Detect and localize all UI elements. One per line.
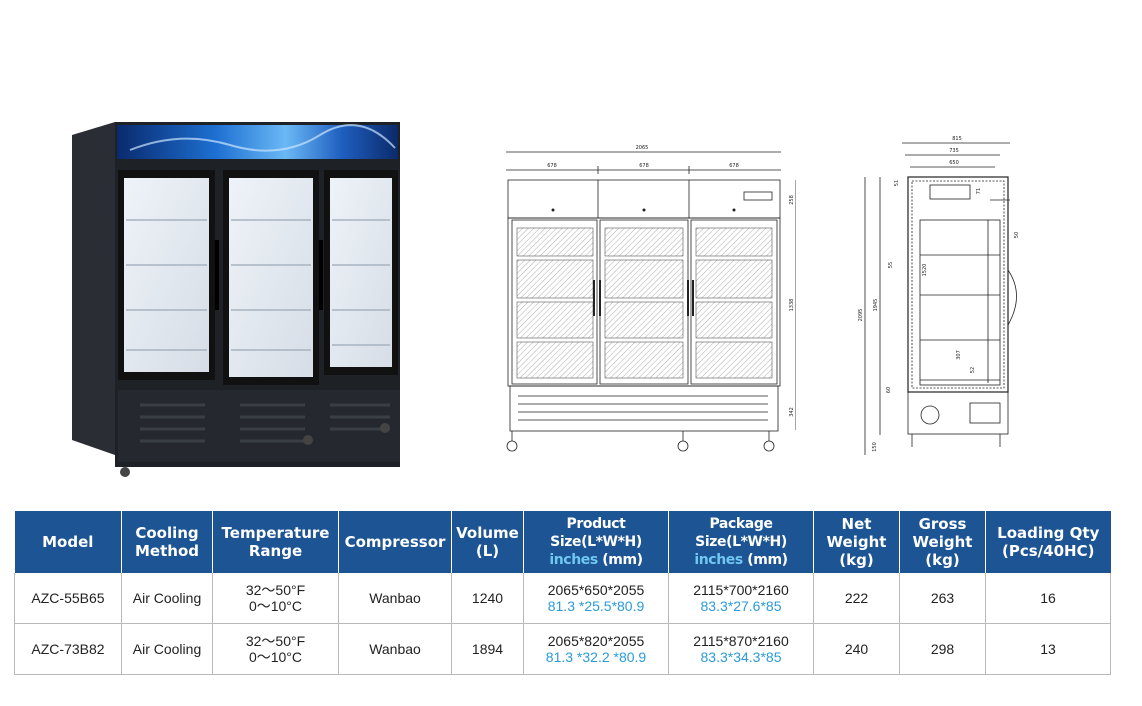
dim-i: 150 <box>872 442 878 452</box>
cell-cooling: Air Cooling <box>121 573 213 624</box>
dim-door-1: 678 <box>547 163 557 169</box>
dim-mid: 1338 <box>789 299 795 312</box>
header-product-size: Product Size(L*W*H)inches (mm) <box>523 511 669 573</box>
dim-c: 50 <box>1014 232 1020 238</box>
header-package-size: Package Size(L*W*H)inches (mm) <box>668 511 814 573</box>
dim-e: 1520 <box>922 264 928 277</box>
dim-door-3: 678 <box>729 163 739 169</box>
cell-compressor: Wanbao <box>338 573 452 624</box>
dim-depth-inner: 650 <box>949 160 959 166</box>
dim-depth-outer: 815 <box>952 136 962 142</box>
cell-net-weight: 240 <box>813 623 900 675</box>
header-volume: Volume(L) <box>451 511 524 573</box>
cell-volume: 1894 <box>451 623 524 675</box>
dim-b: 71 <box>976 188 982 194</box>
dim-height-body: 1945 <box>873 299 879 312</box>
header-compressor: Compressor <box>338 511 452 573</box>
header-loading-qty: Loading Qty(Pcs/40HC) <box>985 511 1111 573</box>
cell-loading-qty: 16 <box>985 573 1111 624</box>
cell-loading-qty: 13 <box>985 623 1111 675</box>
dim-door-2: 678 <box>639 163 649 169</box>
cell-model: AZC-55B65 <box>14 573 122 624</box>
cell-cooling: Air Cooling <box>121 623 213 675</box>
dim-f: 307 <box>956 350 962 360</box>
dim-h: 60 <box>886 387 892 393</box>
dim-g: 52 <box>970 367 976 373</box>
cell-model: AZC-73B82 <box>14 623 122 675</box>
cell-gross-weight: 263 <box>899 573 986 624</box>
dim-height-total: 2095 <box>858 309 864 322</box>
header-model: Model <box>14 511 122 573</box>
cell-gross-weight: 298 <box>899 623 986 675</box>
dim-a: 51 <box>894 180 900 186</box>
cell-compressor: Wanbao <box>338 623 452 675</box>
dim-bottom: 342 <box>789 407 795 417</box>
side-dimension-drawing: 815 735 650 51 71 50 55 1520 307 52 60 1… <box>858 136 1020 455</box>
dim-d: 55 <box>888 262 894 268</box>
dim-overall-width: 2065 <box>636 145 649 151</box>
freezer-photo-icon <box>72 122 400 477</box>
cell-net-weight: 222 <box>813 573 900 624</box>
front-dimension-drawing: 2065 678 678 678 258 1338 342 <box>506 145 796 452</box>
dim-top: 258 <box>789 195 795 205</box>
dim-depth-mid: 735 <box>949 148 959 154</box>
cell-volume: 1240 <box>451 573 524 624</box>
